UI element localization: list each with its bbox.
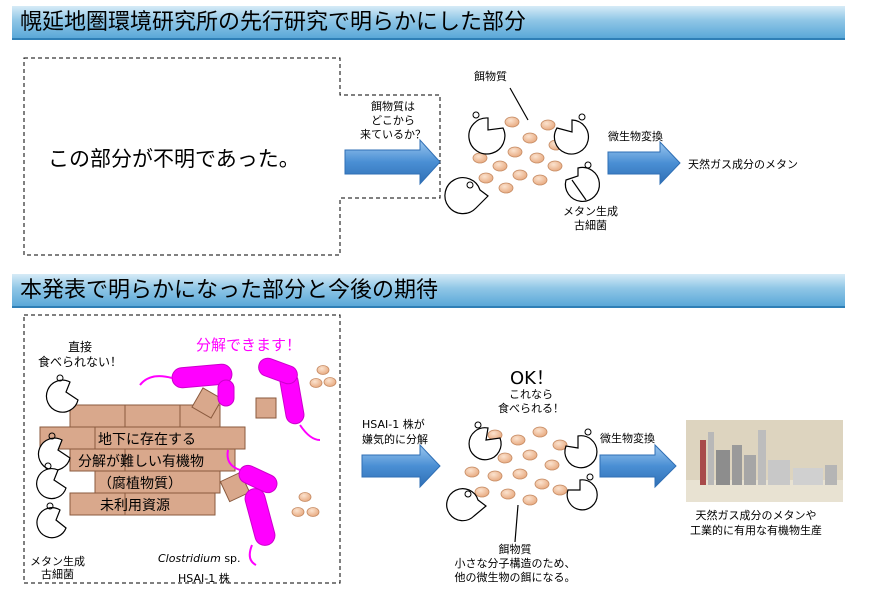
species-label: Clostridium sp. (158, 552, 241, 565)
bottom-arrow-line1: HSAI-1 株が (362, 418, 425, 431)
top-microbial-conversion-label: 微生物変換 (608, 130, 663, 143)
bottom-result-line2: 工業的に有用な有機物生産 (690, 524, 822, 537)
bottom-archaea-pacmen-right (446, 427, 598, 522)
cannot-eat-label: 直接 食べられない！ (38, 340, 122, 370)
top-result-label: 天然ガス成分のメタン (688, 158, 798, 171)
ok-label: OK！ (510, 368, 554, 389)
can-eat-line1: これなら (509, 388, 553, 401)
top-food-label: 餌物質 (474, 70, 507, 83)
brick-line-2: 分解が難しい有機物 (78, 454, 204, 470)
species-sp: sp. (220, 552, 241, 565)
bottom-result-line1: 天然ガス成分のメタンや (695, 509, 817, 522)
bacteria-flagella (139, 375, 321, 566)
bottom-archaea-pacmen (36, 379, 79, 539)
brick-line-3: （腐植物質） (98, 476, 182, 492)
unknown-region-box (23, 57, 441, 256)
top-arrow-1 (344, 138, 441, 186)
arrow1-label-line3: 来ているか？ (360, 128, 426, 141)
top-archaea-label-line1: メタン生成 (563, 205, 618, 218)
bottom-arrow-2 (599, 443, 677, 489)
bottom-microbial-conversion-label: 微生物変換 (600, 432, 655, 445)
bottom-section-title: 本発表で明らかになった部分と今後の期待 (20, 278, 439, 303)
bottom-arrow-label: HSAI-1 株が 嫌気的に分解 (362, 417, 428, 447)
clostridium-bacteria (171, 357, 305, 546)
factory-image (686, 420, 843, 502)
bottom-region-box (23, 314, 341, 584)
arrow1-label-line2: どこから (371, 114, 415, 127)
arrow1-label: 餌物質は どこから 来ているか？ (360, 100, 426, 142)
can-eat-line2: 食べられる！ (498, 402, 564, 415)
bottom-archaea-line2: 古細菌 (41, 568, 74, 581)
bottom-food-line1: 餌物質 (498, 543, 532, 556)
strain-label: HSAI-1 株 (178, 572, 230, 585)
humic-bricks (39, 404, 246, 516)
species-italic: Clostridium (158, 552, 221, 565)
bottom-food-line3: 他の微生物の餌になる。 (454, 571, 576, 584)
decompose-label: 分解できます！ (196, 336, 302, 354)
cannot-eat-line2: 食べられない！ (38, 355, 123, 369)
bottom-arrow-line2: 嫌気的に分解 (362, 433, 428, 446)
brick-line-4: 未利用資源 (100, 498, 170, 514)
cannot-eat-line1: 直接 (68, 340, 93, 354)
bottom-archaea-eyes (44, 374, 64, 510)
top-section-banner: 幌延地圏環境研究所の先行研究で明らかにした部分 (12, 6, 845, 40)
bottom-food-label: 餌物質 小さな分子構造のため、 他の微生物の餌になる。 (445, 543, 585, 585)
released-particles (291, 365, 337, 517)
top-archaea-eyes (466, 111, 592, 189)
arrow1-label-line1: 餌物質は (371, 100, 415, 113)
unknown-box-text: この部分が不明であった。 (48, 147, 300, 171)
bottom-archaea-label: メタン生成 古細菌 (30, 555, 85, 581)
top-archaea-pacmen (444, 117, 601, 215)
bottom-section-banner: 本発表で明らかになった部分と今後の期待 (12, 274, 845, 308)
brick-line-1: 地下に存在する (98, 432, 196, 448)
bottom-result-label: 天然ガス成分のメタンや 工業的に有用な有機物生産 (690, 508, 822, 538)
top-arrow-2 (607, 140, 681, 186)
bottom-arrow-1 (361, 443, 441, 489)
bottom-archaea-line1: メタン生成 (30, 555, 85, 568)
top-section-title: 幌延地圏環境研究所の先行研究で明らかにした部分 (20, 10, 527, 35)
top-archaea-label-line2: 古細菌 (574, 219, 607, 232)
top-archaea-label: メタン生成 古細菌 (563, 205, 618, 233)
bottom-food-line2: 小さな分子構造のため、 (454, 557, 576, 570)
can-eat-label: これなら 食べられる！ (498, 388, 564, 416)
